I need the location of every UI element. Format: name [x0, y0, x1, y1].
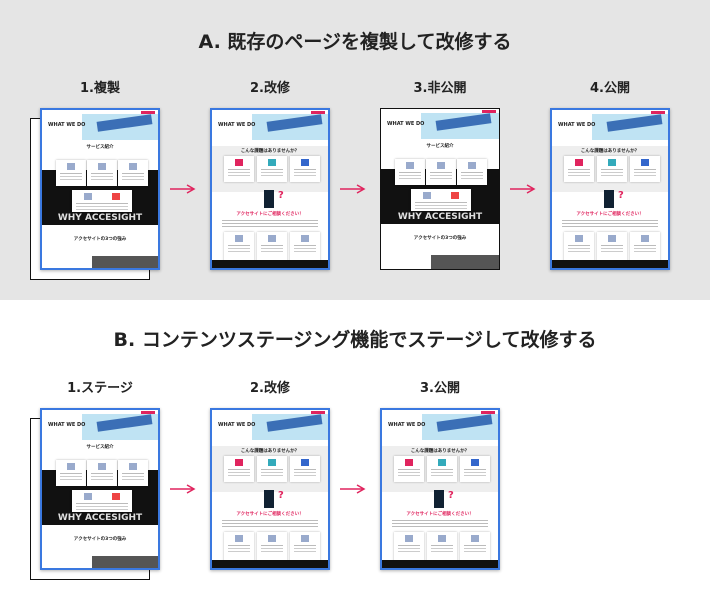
thumb-heading: こんな課題はありませんか？	[240, 449, 300, 454]
step-label: 2.改修	[250, 81, 290, 96]
step-label: 3.公開	[420, 381, 460, 396]
thumb-strengths: アクセサイトの3つの強み	[413, 236, 467, 241]
thumb-cta: アクセサイトにご相談ください！	[236, 212, 304, 217]
arrow-right-icon	[510, 184, 536, 194]
section-a-title: A. 既存のページを複製して改修する	[198, 31, 512, 53]
thumb-heading: サービス紹介	[86, 445, 114, 450]
thumb-heading: サービス紹介	[86, 145, 114, 150]
step-label: 2.改修	[250, 381, 290, 396]
thumb-hero-title: WHAT WE DO	[387, 121, 425, 127]
page-thumbnail-new: WHAT WE DO こんな課題はありませんか？ ? アクセサイトにご相談くださ…	[380, 408, 500, 570]
thumb-heading: こんな課題はありませんか？	[410, 449, 470, 454]
thumb-hero-title: WHAT WE DO	[218, 422, 256, 428]
arrow-right-icon	[170, 184, 196, 194]
page-thumbnail-old: WHAT WE DO サービス紹介 WHY ACCESIGHT アクセサイトの3つ…	[40, 408, 160, 570]
thumb-hero-title: WHAT WE DO	[48, 422, 86, 428]
thumb-hero-title: WHAT WE DO	[48, 122, 86, 128]
page-thumbnail-new: WHAT WE DO こんな課題はありませんか？ ? アクセサイトにご相談くださ…	[550, 108, 670, 270]
thumb-hero: WHAT WE DO	[212, 110, 328, 140]
thumb-cta: アクセサイトにご相談ください！	[406, 512, 474, 517]
arrow-right-icon	[340, 484, 366, 494]
thumb-cta: アクセサイトにご相談ください！	[236, 512, 304, 517]
step-label: 3.非公開	[413, 81, 467, 96]
thumb-hero-title: WHAT WE DO	[558, 122, 596, 128]
page-thumbnail-old: WHAT WE DO サービス紹介 WHY ACCESIGHT アクセサイトの3つ…	[380, 108, 500, 270]
thumb-hero: WHAT WE DO	[42, 110, 158, 140]
thumb-hero: WHAT WE DO	[212, 410, 328, 440]
thumb-cta: アクセサイトにご相談ください！	[576, 212, 644, 217]
page-thumbnail-new: WHAT WE DO こんな課題はありませんか？ ? アクセサイトにご相談くださ…	[210, 408, 330, 570]
thumb-hero-title: WHAT WE DO	[218, 122, 256, 128]
arrow-right-icon	[170, 484, 196, 494]
thumb-hero: WHAT WE DO	[552, 110, 668, 140]
arrow-right-icon	[340, 184, 366, 194]
step-label: 4.公開	[590, 81, 630, 96]
step-label: 1.ステージ	[67, 381, 133, 396]
thumb-heading: こんな課題はありませんか？	[240, 149, 300, 154]
page-thumbnail-old: WHAT WE DO サービス紹介 WHY ACCESIGHT アクセサイトの3つ…	[40, 108, 160, 270]
thumb-hero-title: WHAT WE DO	[388, 422, 426, 428]
thumb-hero: WHAT WE DO	[42, 410, 158, 440]
thumb-why: WHY ACCESIGHT	[397, 212, 483, 222]
thumb-strengths: アクセサイトの3つの強み	[73, 237, 127, 242]
thumb-strengths: アクセサイトの3つの強み	[73, 537, 127, 542]
step-label: 1.複製	[80, 81, 120, 96]
section-b-title: B. コンテンツステージング機能でステージして改修する	[113, 329, 597, 351]
page-thumbnail-new: WHAT WE DO こんな課題はありませんか？ ? アクセサイトにご相談くださ…	[210, 108, 330, 270]
thumb-heading: こんな課題はありませんか？	[580, 149, 640, 154]
thumb-hero: WHAT WE DO	[381, 109, 499, 139]
thumb-heading: サービス紹介	[426, 144, 454, 149]
thumb-why: WHY ACCESIGHT	[57, 513, 143, 523]
thumb-hero: WHAT WE DO	[382, 410, 498, 440]
thumb-why: WHY ACCESIGHT	[57, 213, 143, 223]
